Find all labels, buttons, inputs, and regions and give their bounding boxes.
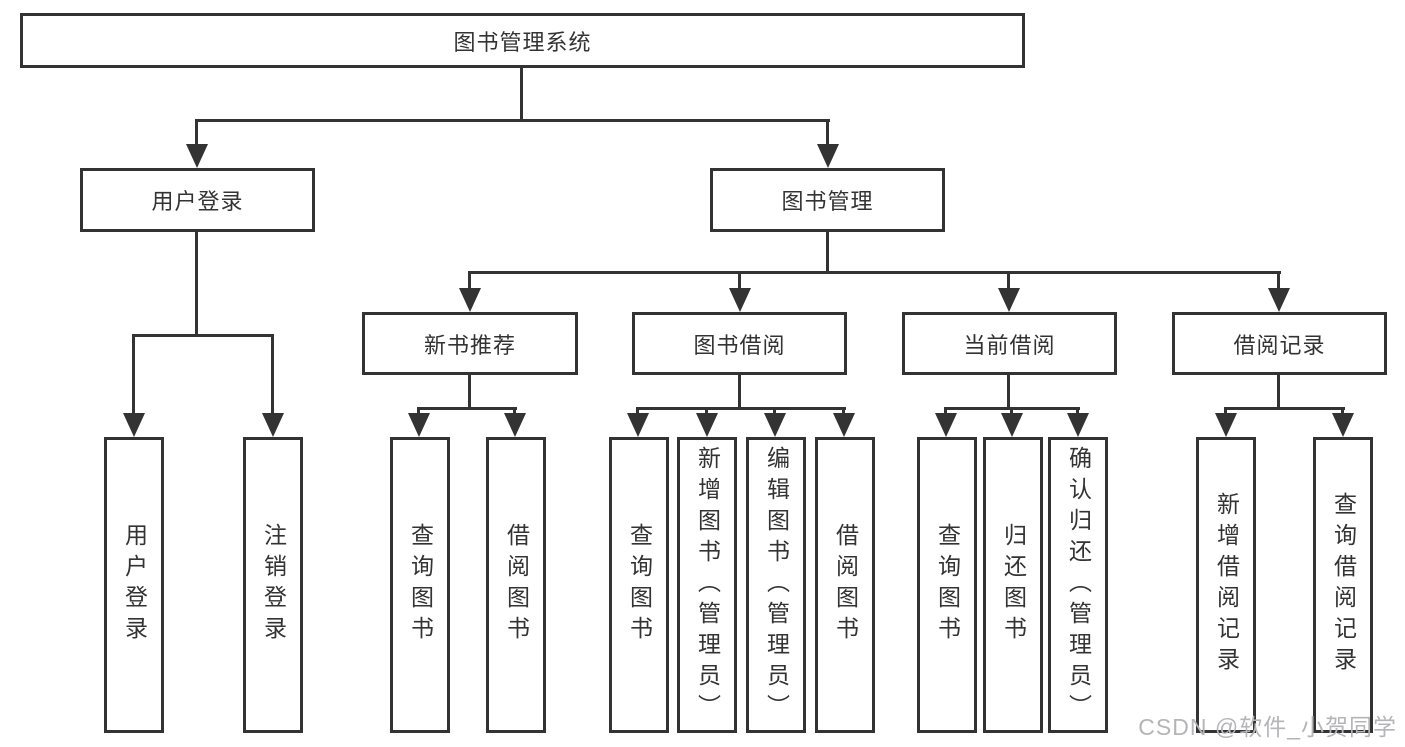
connector-line xyxy=(1224,407,1227,417)
connector-line xyxy=(520,68,523,122)
arrow-down-icon xyxy=(408,413,430,437)
leaf-edit-books-admin: 编辑图书（管理员） xyxy=(746,437,806,733)
connector-line xyxy=(1076,407,1079,417)
connector-line xyxy=(468,375,471,409)
connector-line xyxy=(1007,271,1010,289)
leaf-add-books-admin: 新增图书（管理员） xyxy=(677,437,737,733)
leaf-label: 查询借阅记录 xyxy=(1330,492,1357,678)
connector-line xyxy=(738,375,741,409)
leaf-borrow-books: 借阅图书 xyxy=(486,437,546,733)
leaf-label: 编辑图书（管理员） xyxy=(763,445,790,725)
arrow-down-icon xyxy=(627,413,649,437)
connector-line xyxy=(132,334,135,414)
connector-line xyxy=(417,407,517,410)
leaf-label: 新增借阅记录 xyxy=(1213,492,1240,678)
connector-line xyxy=(1010,407,1013,417)
arrow-down-icon xyxy=(1332,413,1354,437)
connector-line xyxy=(1224,407,1345,410)
arrow-down-icon xyxy=(1067,413,1089,437)
arrow-down-icon xyxy=(459,288,481,312)
leaf-label: 注销登录 xyxy=(260,523,287,647)
leaf-logout: 注销登录 xyxy=(243,437,303,733)
leaf-add-borrow-record: 新增借阅记录 xyxy=(1196,437,1256,733)
leaf-label: 查询图书 xyxy=(407,523,434,647)
connector-line xyxy=(468,271,471,289)
node-current-borrow: 当前借阅 xyxy=(902,312,1117,375)
arrow-down-icon xyxy=(764,413,786,437)
leaf-label: 查询图书 xyxy=(626,523,653,647)
connector-line xyxy=(1341,407,1344,417)
leaf-label: 新增图书（管理员） xyxy=(694,445,721,725)
connector-line xyxy=(468,271,1281,274)
arrow-down-icon xyxy=(186,144,208,168)
node-borrow-records: 借阅记录 xyxy=(1172,312,1387,375)
leaf-query-borrow-record: 查询借阅记录 xyxy=(1313,437,1373,733)
leaf-label: 借阅图书 xyxy=(832,523,859,647)
connector-line xyxy=(196,119,830,122)
leaf-return-books: 归还图书 xyxy=(983,437,1043,733)
leaf-label: 归还图书 xyxy=(1000,523,1027,647)
connector-line xyxy=(1277,375,1280,409)
connector-line xyxy=(417,407,420,417)
arrow-down-icon xyxy=(1001,413,1023,437)
connector-line xyxy=(738,271,741,289)
node-book-borrow: 图书借阅 xyxy=(632,312,847,375)
connector-line xyxy=(636,407,846,410)
node-book-management: 图书管理 xyxy=(710,168,945,232)
connector-line xyxy=(195,119,198,147)
connector-line xyxy=(1277,271,1280,289)
connector-line xyxy=(773,407,776,417)
leaf-query-books: 查询图书 xyxy=(609,437,669,733)
connector-line xyxy=(271,334,274,414)
leaf-query-books: 查询图书 xyxy=(917,437,977,733)
arrow-down-icon xyxy=(998,288,1020,312)
arrow-down-icon xyxy=(696,413,718,437)
leaf-confirm-return-admin: 确认归还（管理员） xyxy=(1048,437,1108,733)
arrow-down-icon xyxy=(729,288,751,312)
connector-line xyxy=(195,232,198,337)
node-root: 图书管理系统 xyxy=(20,13,1025,68)
arrow-down-icon xyxy=(935,413,957,437)
connector-line xyxy=(513,407,516,417)
connector-line xyxy=(826,119,829,147)
connector-line xyxy=(705,407,708,417)
leaf-label: 查询图书 xyxy=(934,523,961,647)
arrow-down-icon xyxy=(504,413,526,437)
connector-line xyxy=(636,407,639,417)
leaf-query-books: 查询图书 xyxy=(390,437,450,733)
leaf-label: 借阅图书 xyxy=(503,523,530,647)
watermark: CSDN @软件_小贺同学 xyxy=(1138,714,1397,740)
connector-line xyxy=(842,407,845,417)
connector-line xyxy=(132,334,274,337)
node-new-book-recommend: 新书推荐 xyxy=(362,312,578,375)
leaf-user-login: 用户登录 xyxy=(104,437,164,733)
arrow-down-icon xyxy=(1268,288,1290,312)
leaf-borrow-books: 借阅图书 xyxy=(815,437,875,733)
arrow-down-icon xyxy=(833,413,855,437)
arrow-down-icon xyxy=(123,413,145,437)
leaf-label: 用户登录 xyxy=(121,523,148,647)
connector-line xyxy=(1007,375,1010,409)
connector-line xyxy=(944,407,947,417)
node-user-login: 用户登录 xyxy=(80,168,315,232)
leaf-label: 确认归还（管理员） xyxy=(1065,445,1092,725)
arrow-down-icon xyxy=(262,413,284,437)
connector-line xyxy=(826,232,829,274)
arrow-down-icon xyxy=(1215,413,1237,437)
arrow-down-icon xyxy=(817,144,839,168)
